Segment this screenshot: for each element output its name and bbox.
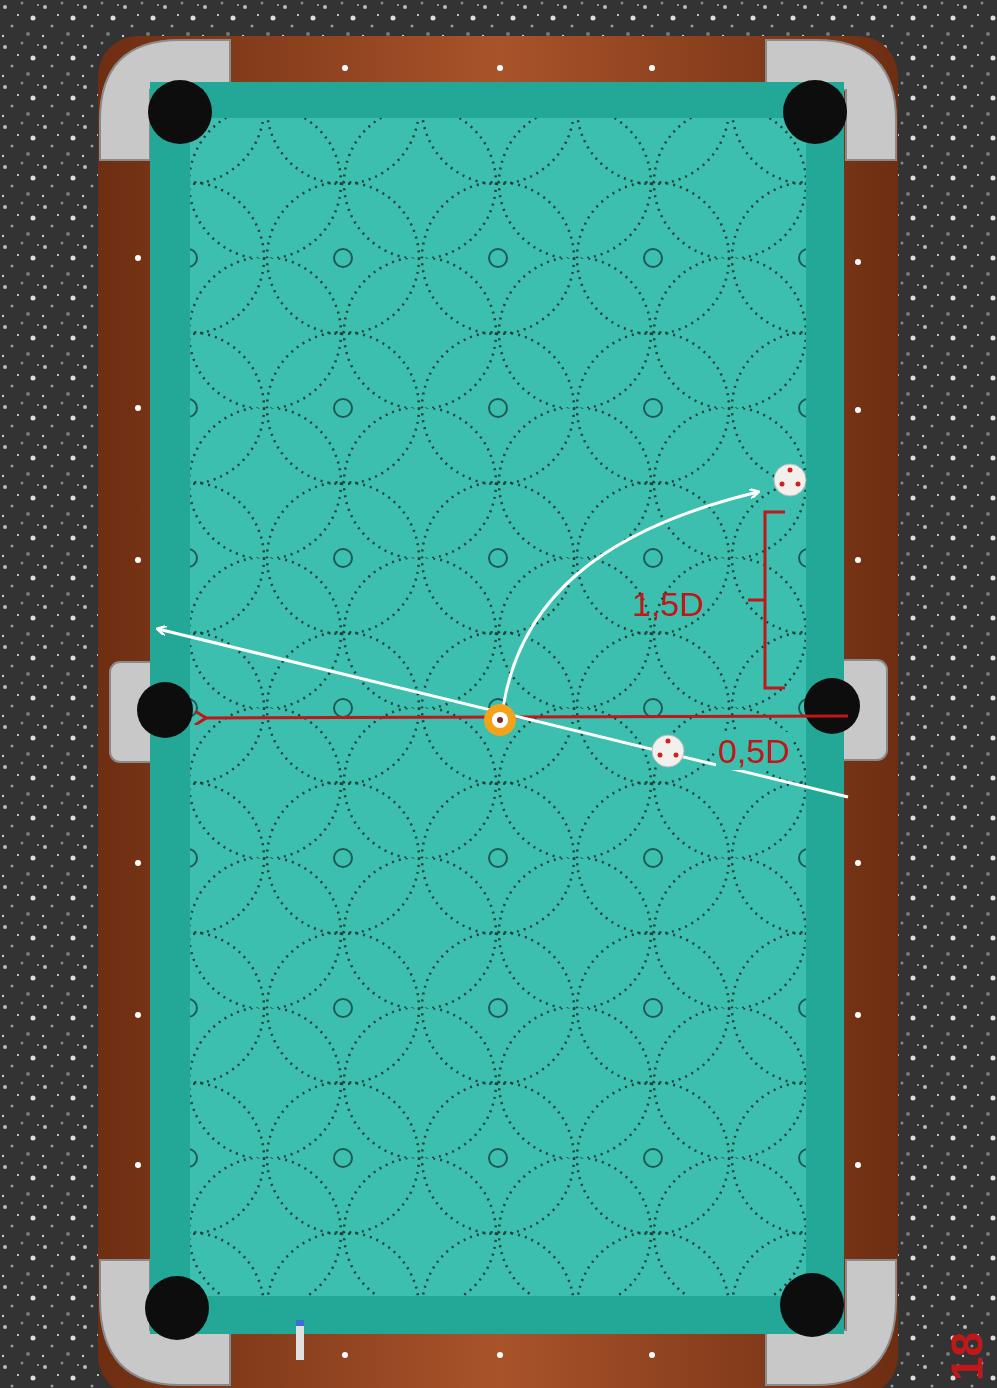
dimension-label: 1,5D	[630, 585, 706, 623]
dimension-label: 0,5D	[716, 732, 792, 770]
page-number: 18	[942, 1330, 991, 1383]
